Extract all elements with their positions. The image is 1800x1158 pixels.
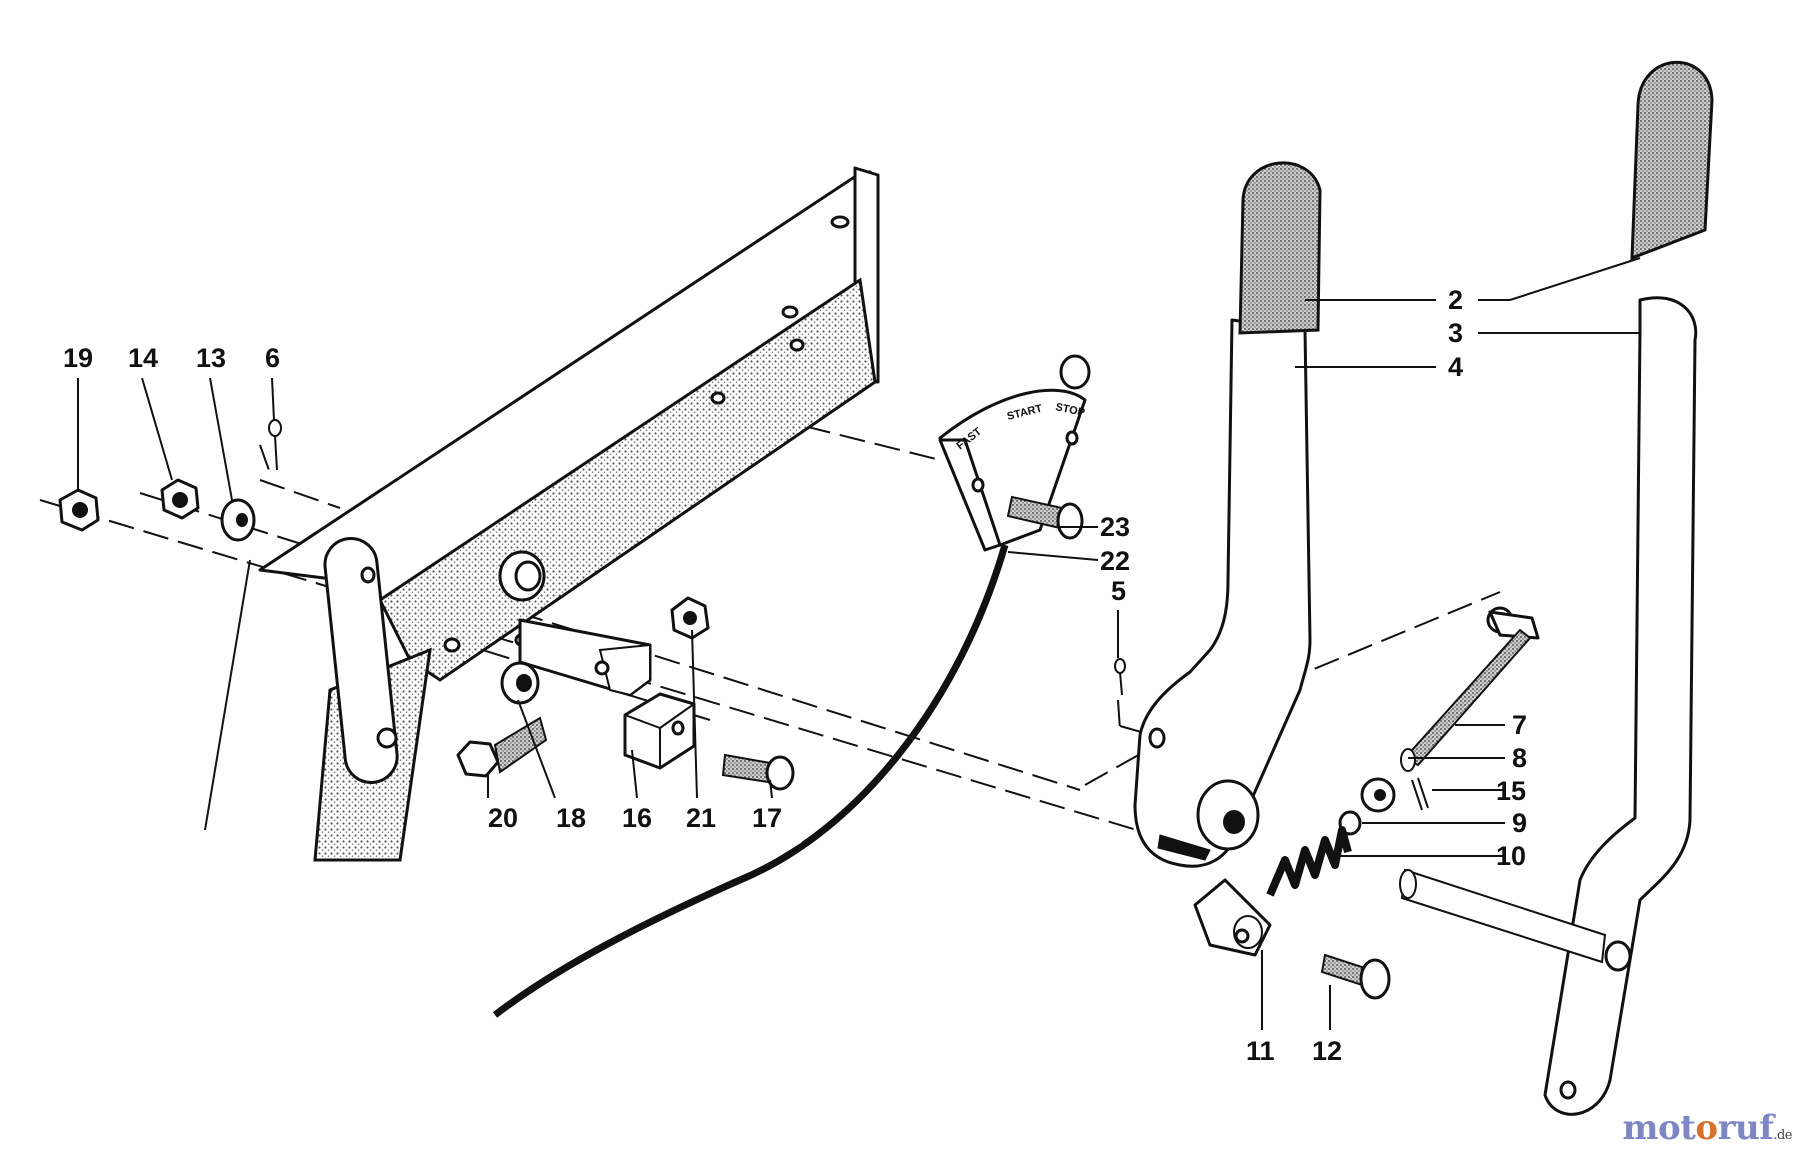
watermark-part-3: ruf (1717, 1108, 1774, 1148)
label-23: 23 (1100, 512, 1130, 542)
link-plate (323, 537, 399, 784)
spring-10 (1266, 826, 1352, 897)
label-10: 10 (1496, 841, 1526, 871)
label-13: 13 (196, 343, 226, 373)
washer-13 (220, 498, 256, 542)
lever-arm (1133, 318, 1312, 868)
bolt-12 (1320, 953, 1391, 1000)
bolt-20 (456, 716, 548, 778)
cotter-pin-15 (1411, 777, 1429, 811)
grip-2-right (1630, 60, 1714, 261)
cotter-pin-6 (268, 419, 282, 471)
cotter-pin-5 (1114, 658, 1126, 696)
screw-17 (721, 753, 795, 791)
label-8: 8 (1512, 743, 1527, 773)
leader-lines (77, 257, 1641, 1030)
label-16: 16 (622, 803, 652, 833)
mounting-frame (204, 166, 880, 862)
throttle-cable (492, 544, 1009, 1018)
rod-7 (1403, 606, 1540, 767)
label-6: 6 (265, 343, 280, 373)
label-4: 4 (1448, 352, 1463, 382)
bracket-11 (1193, 878, 1272, 957)
watermark-part-1: mot (1622, 1108, 1696, 1148)
part-numbers: 19 14 13 6 23 22 5 2 3 4 7 8 15 9 10 11 … (63, 285, 1527, 1066)
label-7: 7 (1512, 710, 1527, 740)
label-17: 17 (752, 803, 782, 833)
lock-washer-18 (500, 661, 540, 705)
nut-19 (58, 488, 100, 532)
label-21: 21 (686, 803, 716, 833)
label-11: 11 (1246, 1036, 1275, 1066)
label-12: 12 (1312, 1036, 1342, 1066)
label-5: 5 (1111, 576, 1126, 606)
label-22: 22 (1100, 546, 1130, 576)
watermark-part-2: o (1695, 1108, 1718, 1148)
collar (1360, 777, 1396, 813)
label-19: 19 (63, 343, 93, 373)
throttle-dial: FAST START STOP (938, 354, 1091, 552)
label-15: 15 (1496, 776, 1526, 806)
screw-23 (1006, 495, 1084, 540)
nut-14 (160, 478, 200, 520)
block-16 (623, 692, 696, 770)
grip-2-left (1238, 161, 1322, 335)
label-3: 3 (1448, 318, 1463, 348)
angle-bracket (518, 618, 652, 697)
watermark-logo: motoruf.de (1622, 1108, 1793, 1148)
pin-8 (1400, 748, 1416, 772)
label-14: 14 (128, 343, 158, 373)
label-2: 2 (1448, 285, 1463, 315)
watermark-part-4: .de (1773, 1128, 1792, 1143)
label-18: 18 (556, 803, 586, 833)
label-9: 9 (1512, 808, 1527, 838)
lever-3 (1543, 296, 1698, 1116)
nut-21 (670, 596, 710, 640)
shaft (1399, 868, 1607, 964)
label-20: 20 (488, 803, 518, 833)
